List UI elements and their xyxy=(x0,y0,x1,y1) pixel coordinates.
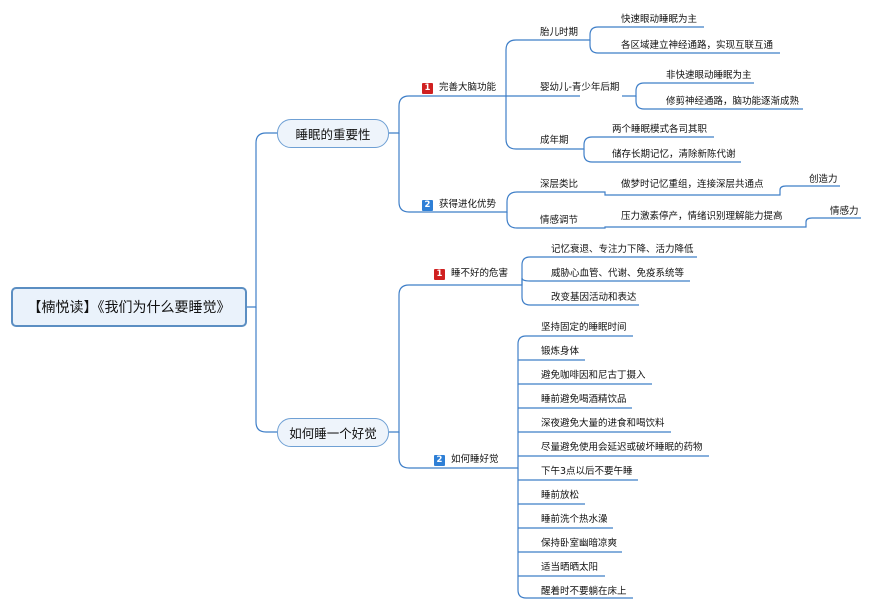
connector xyxy=(635,96,803,110)
sub-evolutionary-advantage[interactable]: 2 获得进化优势 xyxy=(422,199,496,211)
connector xyxy=(497,39,580,97)
topic-leaf[interactable]: 下午3点以后不要午睡 xyxy=(541,466,633,477)
topic-leaf[interactable]: 睡前洗个热水澡 xyxy=(541,514,608,525)
connector xyxy=(586,191,768,196)
connector xyxy=(398,133,497,213)
connector xyxy=(497,191,586,213)
connector xyxy=(247,132,277,308)
connector xyxy=(571,136,714,150)
topic-leaf[interactable]: 记忆衰退、专注力下降、活力降低 xyxy=(551,244,694,255)
connector xyxy=(622,82,754,97)
topic-leaf[interactable]: 尽量避免使用会延迟或破坏睡眠的药物 xyxy=(541,442,703,453)
priority-1-icon: 1 xyxy=(434,268,445,280)
topic-emotion-regulation[interactable]: 情感调节 xyxy=(540,215,579,226)
connector xyxy=(389,95,497,134)
connector xyxy=(389,284,509,433)
connector xyxy=(586,226,793,229)
topic-leaf[interactable]: 保持卧室幽暗凉爽 xyxy=(541,538,618,549)
topic-leaf[interactable]: 醒着时不要躺在床上 xyxy=(541,586,627,597)
connector xyxy=(589,40,780,54)
connector xyxy=(255,307,277,433)
sub-label: 睡不好的危害 xyxy=(451,268,509,279)
topic-leaf[interactable]: 锻炼身体 xyxy=(541,346,580,357)
priority-2-icon: 2 xyxy=(422,199,433,211)
topic-creativity[interactable]: 创造力 xyxy=(809,174,838,185)
topic-emotional-power[interactable]: 情感力 xyxy=(830,206,859,217)
topic-infant-adolescent[interactable]: 婴幼儿-青少年后期 xyxy=(540,82,620,93)
topic-leaf[interactable]: 两个睡眠模式各司其职 xyxy=(612,124,708,135)
topic-leaf[interactable]: 各区域建立神经通路，实现互联互通 xyxy=(621,40,774,51)
sub-how-to-sleep[interactable]: 2 如何睡好觉 xyxy=(434,454,499,466)
connector xyxy=(583,149,741,163)
connector xyxy=(500,335,633,469)
connector xyxy=(768,185,840,196)
root-topic[interactable]: 【楠悦读】《我们为什么要睡觉》 xyxy=(11,287,247,327)
topic-leaf[interactable]: 快速眼动睡眠为主 xyxy=(621,14,698,25)
connector xyxy=(505,96,571,150)
priority-2-icon: 2 xyxy=(434,454,445,466)
priority-1-icon: 1 xyxy=(422,82,433,94)
connector xyxy=(521,277,690,285)
topic-leaf[interactable]: 深夜避免大量的进食和喝饮料 xyxy=(541,418,665,429)
topic-leaf[interactable]: 适当晒晒太阳 xyxy=(541,562,599,573)
topic-adulthood[interactable]: 成年期 xyxy=(540,135,569,146)
topic-leaf[interactable]: 威胁心血管、代谢、免疫系统等 xyxy=(551,268,685,279)
topic-leaf[interactable]: 非快速眼动睡眠为主 xyxy=(666,70,752,81)
topic-leaf[interactable]: 修剪神经通路，脑功能逐渐成熟 xyxy=(666,96,800,107)
topic-leaf[interactable]: 做梦时记忆重组，连接深层共通点 xyxy=(621,179,764,190)
topic-leaf[interactable]: 改变基因活动和表达 xyxy=(551,292,637,303)
connector xyxy=(506,212,586,229)
connector xyxy=(793,217,861,228)
sub-harm-of-poor-sleep[interactable]: 1 睡不好的危害 xyxy=(434,268,508,280)
connector xyxy=(521,285,639,306)
topic-leaf[interactable]: 避免咖啡因和尼古丁摄入 xyxy=(541,370,646,381)
branch-sleep-importance[interactable]: 睡眠的重要性 xyxy=(277,119,389,148)
sub-label: 完善大脑功能 xyxy=(439,82,497,93)
topic-fetal-period[interactable]: 胎儿时期 xyxy=(540,27,579,38)
topic-leaf[interactable]: 睡前避免喝酒精饮品 xyxy=(541,394,627,405)
connector xyxy=(517,468,633,599)
topic-deep-analogy[interactable]: 深层类比 xyxy=(540,179,579,190)
sub-label: 如何睡好觉 xyxy=(451,454,499,465)
sub-label: 获得进化优势 xyxy=(439,199,497,210)
connector xyxy=(509,256,697,286)
topic-leaf[interactable]: 睡前放松 xyxy=(541,490,580,501)
topic-leaf[interactable]: 坚持固定的睡眠时间 xyxy=(541,322,627,333)
connector xyxy=(580,26,704,41)
branch-how-to-sleep-well[interactable]: 如何睡一个好觉 xyxy=(277,418,389,447)
topic-leaf[interactable]: 储存长期记忆，清除新陈代谢 xyxy=(612,149,736,160)
sub-improve-brain-function[interactable]: 1 完善大脑功能 xyxy=(422,82,496,94)
topic-leaf[interactable]: 压力激素停产，情绪识别理解能力提高 xyxy=(621,211,783,222)
connector xyxy=(398,432,500,469)
